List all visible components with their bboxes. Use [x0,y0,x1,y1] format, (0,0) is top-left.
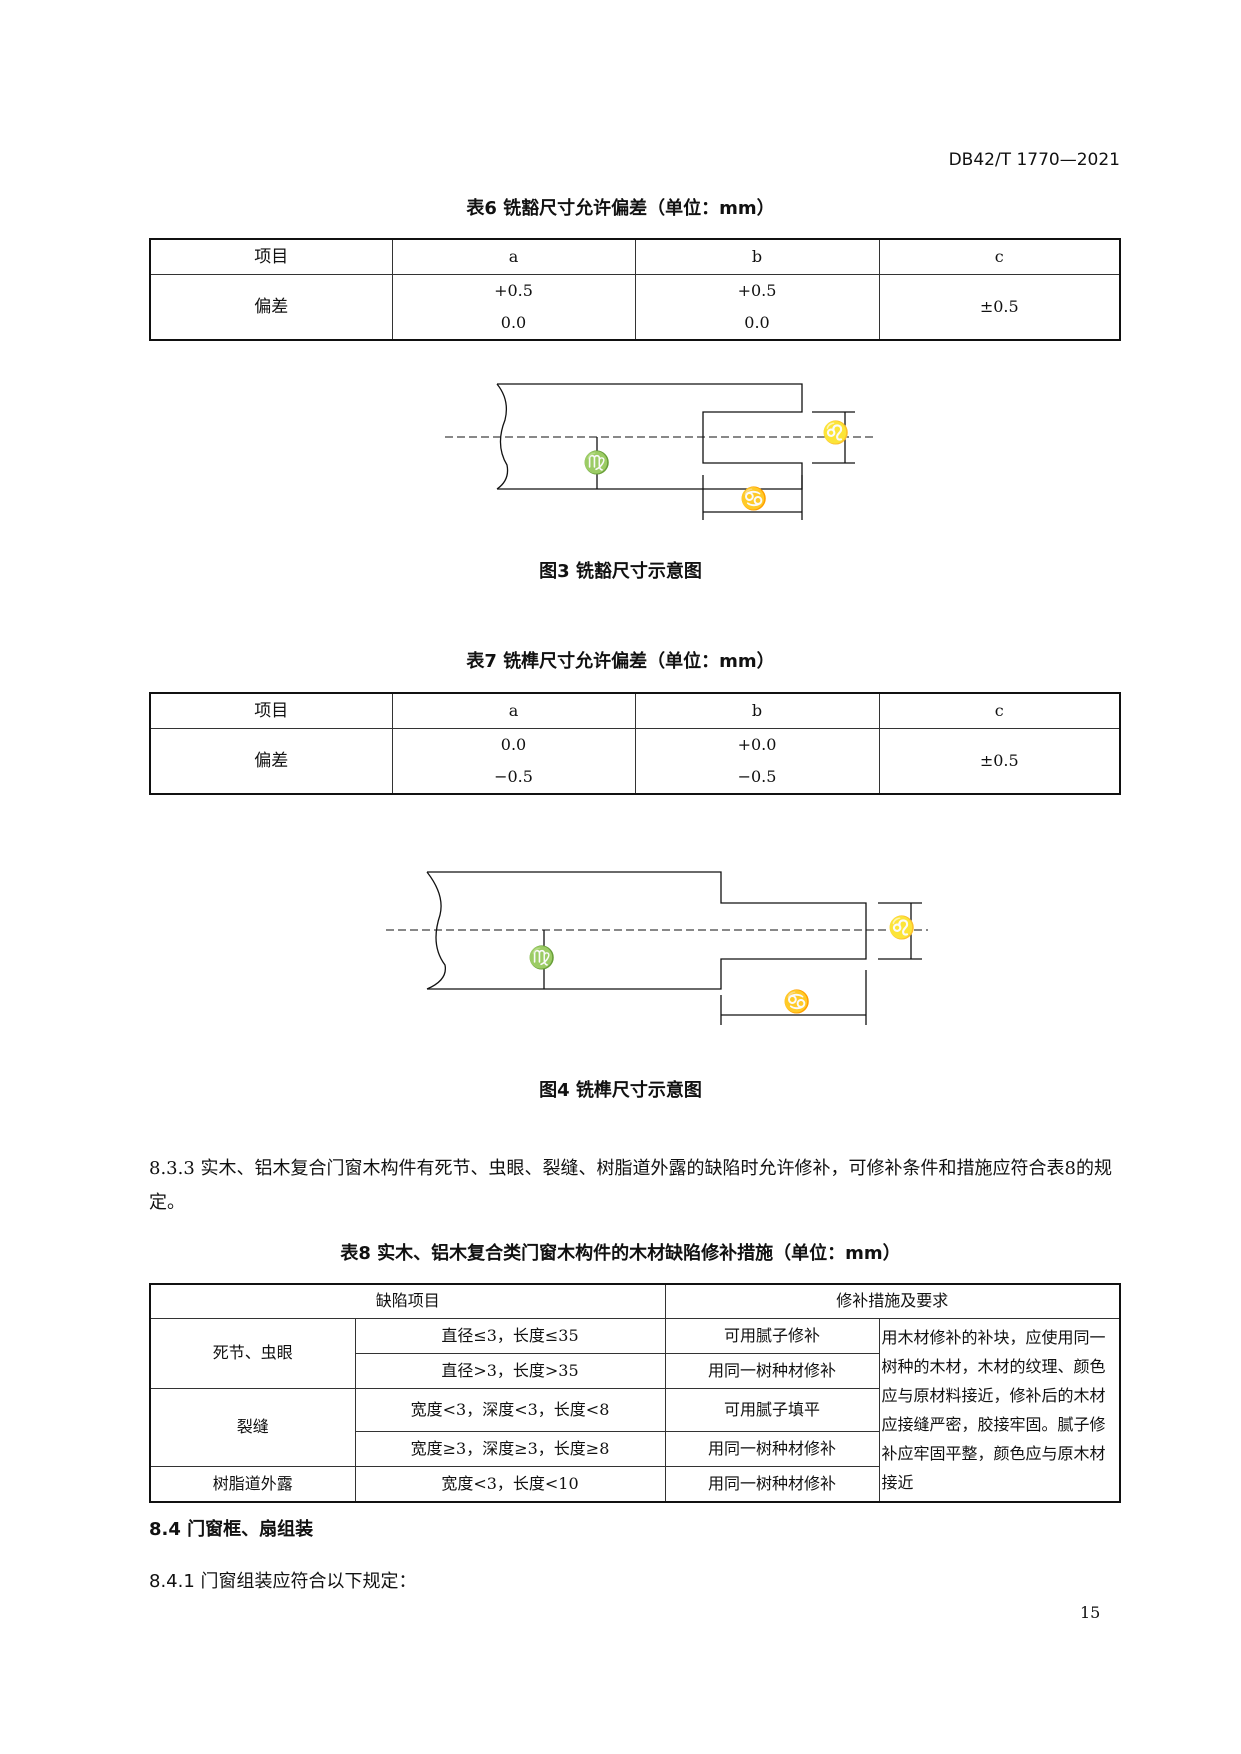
cell-c: ±0.5 [878,273,1121,340]
cell-a: +0.5 0.0 [391,273,636,340]
cell-a: 0.0 −0.5 [391,727,636,794]
row-label: 偏差 [149,727,393,794]
header-cell: c [878,692,1121,729]
figure4-caption: 图4 铣榫尺寸示意图 [539,1080,702,1101]
measure: 用同一树种材修补 [664,1352,880,1389]
defect-group: 树脂道外露 [149,1466,356,1502]
cell-c: ±0.5 [878,727,1121,794]
header-cell: b [634,238,880,275]
upper: +0.5 [737,280,777,300]
header-cell: c [878,238,1121,275]
measure: 用同一树种材修补 [664,1431,880,1467]
measure: 可用腻子填平 [664,1387,880,1432]
condition: 宽度<3，深度<3，长度<8 [354,1387,666,1432]
figure3-caption: 图3 铣豁尺寸示意图 [539,561,702,582]
figure3-label-c: ♌ [822,420,849,446]
defect-group: 裂缝 [149,1387,356,1467]
condition: 宽度<3，长度<10 [354,1466,666,1502]
page-number: 15 [1080,1603,1101,1622]
figure4-drawing [386,871,928,1025]
table6-title: 表6 铣豁尺寸允许偏差（单位：mm） [466,198,775,219]
section-8-4-1: 8.4.1 门窗组装应符合以下规定： [149,1571,417,1592]
lower: −0.5 [494,766,533,786]
defect-group: 死节、虫眼 [149,1317,356,1389]
upper: +0.0 [737,734,777,754]
table8-title: 表8 实木、铝木复合类门窗木构件的木材缺陷修补措施（单位：mm） [340,1243,901,1264]
condition: 直径≤3，长度≤35 [354,1317,666,1354]
header-cell: a [391,238,636,275]
figure4-label-a: ♍ [528,945,555,971]
header-cell: 修补措施及要求 [664,1283,1121,1319]
paragraph-8-3-3: 8.3.3 实木、铝木复合门窗木构件有死节、虫眼、裂缝、树脂道外露的缺陷时允许修… [149,1158,1112,1213]
section-8-4: 8.4 门窗框、扇组装 [149,1519,314,1540]
lower: 0.0 [744,312,770,332]
condition: 宽度≥3，深度≥3，长度≥8 [354,1431,666,1467]
measure: 用同一树种材修补 [664,1466,880,1502]
cell-b: +0.5 0.0 [634,273,880,340]
lower: 0.0 [500,312,527,332]
upper: 0.0 [500,734,527,754]
measure: 可用腻子修补 [664,1317,880,1354]
figure3-drawing [445,383,875,520]
cell-b: +0.0 −0.5 [634,727,880,794]
figure4-label-b: ♋ [783,989,810,1015]
doc-number: DB42/T 1770—2021 [948,150,1120,170]
figure3-label-b: ♋ [740,486,767,512]
header-cell: 项目 [149,238,393,275]
condition: 直径>3，长度>35 [354,1352,666,1389]
header-cell: 缺陷项目 [149,1283,666,1319]
header-cell: a [391,692,636,729]
header-cell: b [634,692,880,729]
figure3-label-a: ♍ [583,450,610,476]
upper: +0.5 [494,280,533,300]
lower: −0.5 [737,766,777,786]
figure4-label-c: ♌ [888,915,915,941]
row-label: 偏差 [149,273,393,340]
header-cell: 项目 [149,692,393,729]
table7-title: 表7 铣榫尺寸允许偏差（单位：mm） [466,651,775,672]
requirements-note: 用木材修补的补块，应使用同一树种的木材，木材的纹理、颜色应与原材料接近，修补后的… [878,1317,1121,1502]
